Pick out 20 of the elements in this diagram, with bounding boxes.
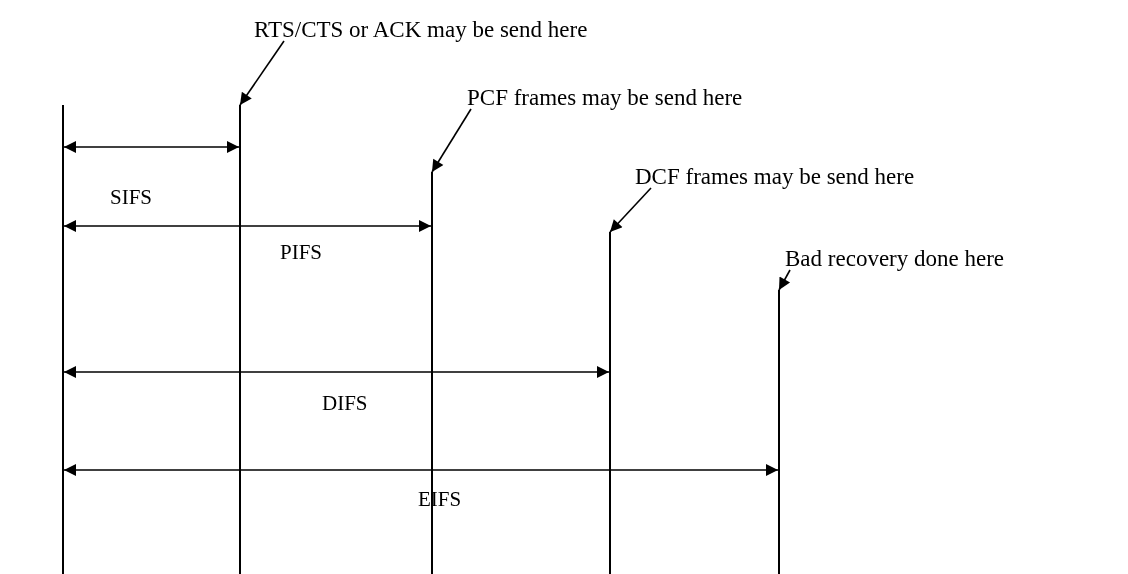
annotation-text: PCF frames may be send here xyxy=(467,84,743,111)
time-marker-line xyxy=(431,172,433,574)
leader-line xyxy=(778,269,791,291)
interval-arrow xyxy=(63,141,240,153)
time-marker-line xyxy=(239,105,241,574)
time-marker-line xyxy=(62,105,64,574)
edge-label: SIFS xyxy=(110,185,153,209)
leader-line xyxy=(431,108,472,173)
time-marker-line xyxy=(778,290,780,574)
interval-arrow xyxy=(63,366,610,378)
leader-line xyxy=(609,187,652,233)
time-marker-line xyxy=(609,232,611,574)
edge-label: PIFS xyxy=(280,240,323,264)
annotation-text: RTS/CTS or ACK may be send here xyxy=(254,16,588,43)
interval-arrow xyxy=(63,464,779,476)
annotation-text: DCF frames may be send here xyxy=(635,163,915,190)
interval-arrow xyxy=(63,220,432,232)
edge-label: DIFS xyxy=(322,391,368,415)
annotation-text: Bad recovery done here xyxy=(785,245,1005,272)
leader-line xyxy=(239,40,285,106)
